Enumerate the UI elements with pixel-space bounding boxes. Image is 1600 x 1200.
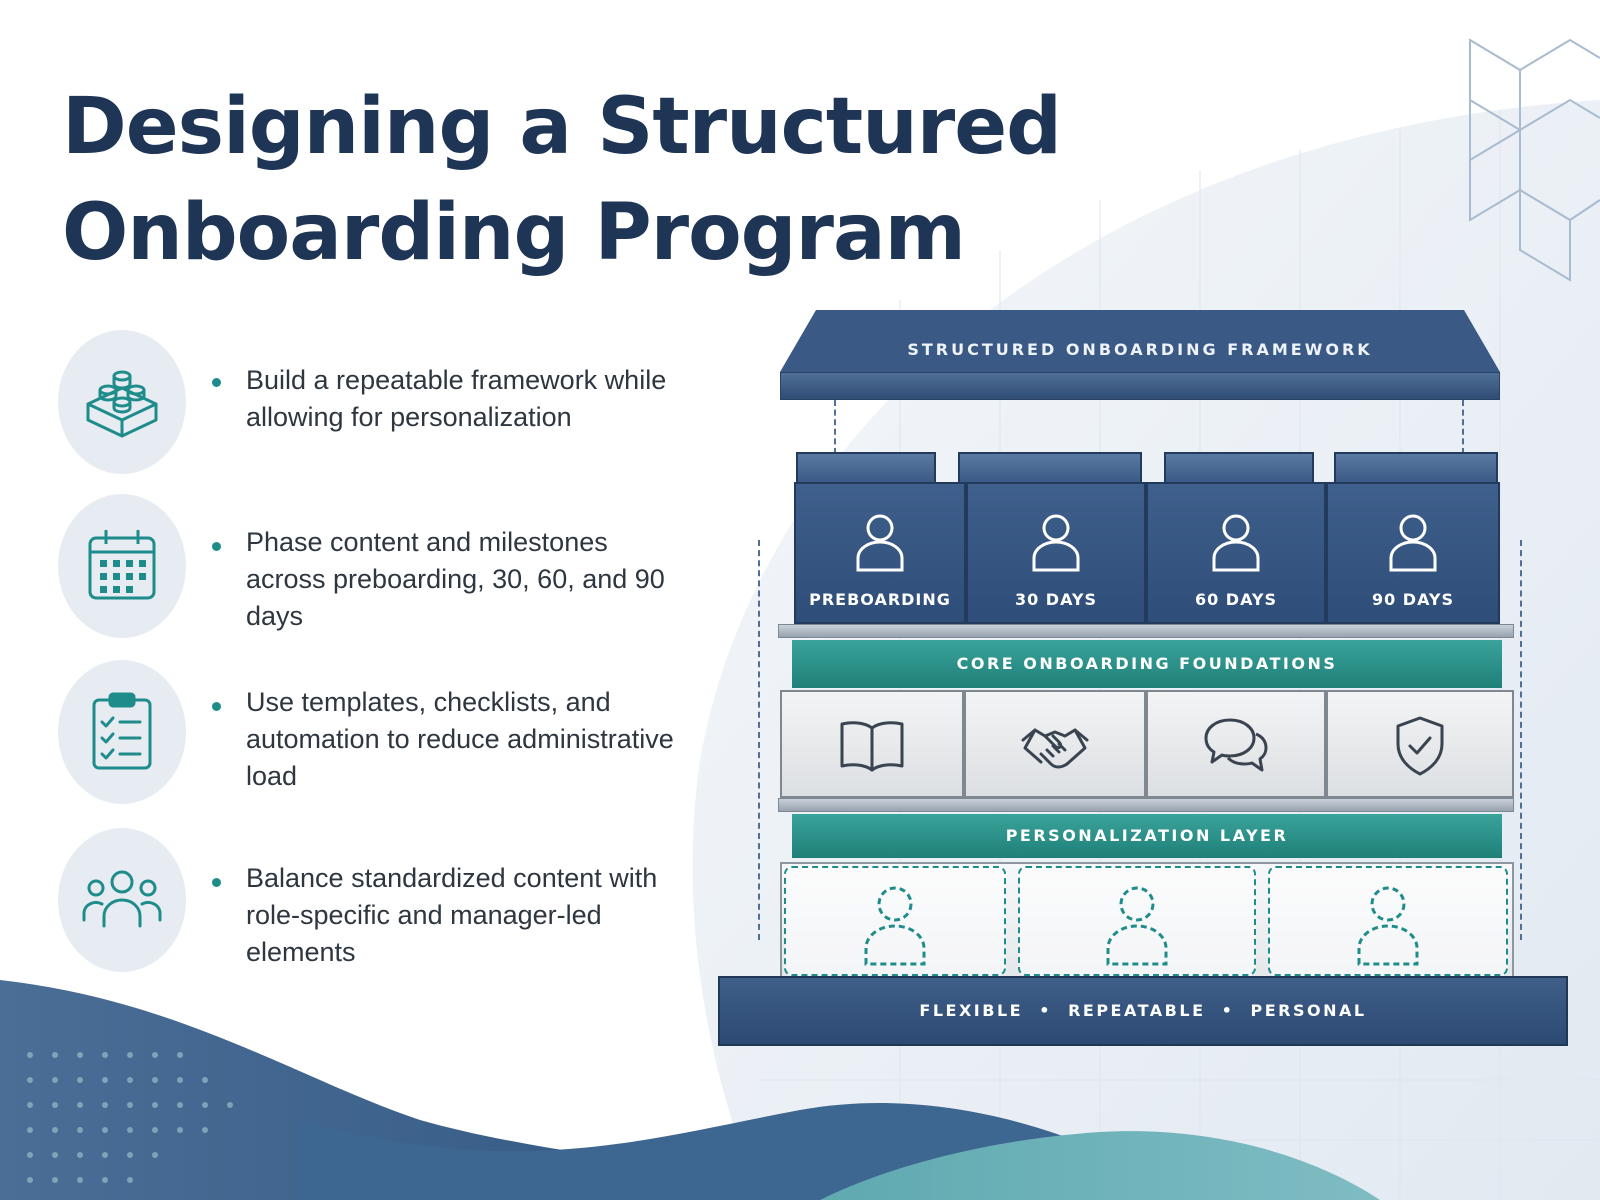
icon-circle <box>58 330 186 474</box>
checklist-icon <box>92 692 152 770</box>
phase-block-60-days: 60 DAYS <box>1146 482 1326 624</box>
bullet-text: Balance standardized content with role-s… <box>246 863 658 967</box>
bullet-dot <box>212 542 221 551</box>
bullet-text: Use templates, checklists, and automatio… <box>246 687 674 791</box>
bullet-text: Build a repeatable framework while allow… <box>246 365 667 432</box>
guide-line <box>758 540 760 940</box>
book-icon <box>840 721 904 772</box>
bullet-dot <box>212 378 221 387</box>
bullet-dot <box>212 702 221 711</box>
icon-circle <box>58 660 186 804</box>
dot-pattern <box>27 1052 233 1183</box>
block-cap <box>1164 452 1314 484</box>
roof-beam <box>780 372 1500 400</box>
bullet-templates: Use templates, checklists, and automatio… <box>58 660 698 804</box>
roof-label: STRUCTURED ONBOARDING FRAMEWORK <box>907 340 1373 359</box>
foundation-tile-learning <box>780 690 964 798</box>
base-plinth: FLEXIBLE • REPEATABLE • PERSONAL <box>718 976 1568 1046</box>
core-foundations-band: CORE ONBOARDING FOUNDATIONS <box>792 640 1502 688</box>
person-icon <box>1032 514 1080 572</box>
calendar-icon <box>88 530 156 600</box>
person-outline-icon <box>1106 886 1168 966</box>
persona-slot <box>1018 866 1256 976</box>
bullet-text: Phase content and milestones across preb… <box>246 527 665 631</box>
guide-line <box>1462 400 1464 454</box>
foundation-tile-compliance <box>1326 690 1514 798</box>
phase-label: 30 DAYS <box>1014 590 1098 609</box>
shield-check-icon <box>1396 716 1444 776</box>
icon-circle <box>58 828 186 972</box>
persona-slot <box>784 866 1006 976</box>
foundation-tile-communication <box>1146 690 1326 798</box>
person-outline-icon <box>864 886 926 966</box>
framework-roof <box>780 310 1500 372</box>
person-outline-icon <box>1357 886 1419 966</box>
person-icon <box>856 514 904 572</box>
block-cap <box>958 452 1142 484</box>
guide-line <box>1520 540 1522 940</box>
building-block-icon <box>86 370 158 438</box>
shelf <box>778 624 1514 638</box>
phase-block-preboarding: PREBOARDING <box>794 482 966 624</box>
phase-block-30-days: 30 DAYS <box>966 482 1146 624</box>
title-line-1: Designing a Structured <box>62 82 1062 172</box>
foundation-tile-relationships <box>964 690 1146 798</box>
shelf <box>778 798 1514 812</box>
handshake-icon <box>1021 728 1089 769</box>
guide-line <box>834 400 836 454</box>
icon-circle <box>58 494 186 638</box>
phase-label: 90 DAYS <box>1371 590 1455 609</box>
hexagon-lines-icon <box>1469 38 1600 282</box>
person-icon <box>1212 514 1260 572</box>
bullet-dot <box>212 878 221 887</box>
block-cap <box>1334 452 1498 484</box>
chat-bubbles-icon <box>1204 718 1268 772</box>
bullet-phases: Phase content and milestones across preb… <box>58 494 698 638</box>
person-icon <box>1389 514 1437 572</box>
phase-block-90-days: 90 DAYS <box>1326 482 1500 624</box>
personalization-band: PERSONALIZATION LAYER <box>792 814 1502 858</box>
phase-label: PREBOARDING <box>809 590 951 609</box>
persona-slot <box>1268 866 1508 976</box>
group-icon <box>82 870 162 928</box>
title-line-2: Onboarding Program <box>62 188 966 278</box>
bullet-framework: Build a repeatable framework while allow… <box>58 330 698 474</box>
phase-label: 60 DAYS <box>1194 590 1278 609</box>
block-cap <box>796 452 936 484</box>
page-title: Designing a Structured Onboarding Progra… <box>62 74 1062 286</box>
bullet-balance: Balance standardized content with role-s… <box>58 828 698 972</box>
